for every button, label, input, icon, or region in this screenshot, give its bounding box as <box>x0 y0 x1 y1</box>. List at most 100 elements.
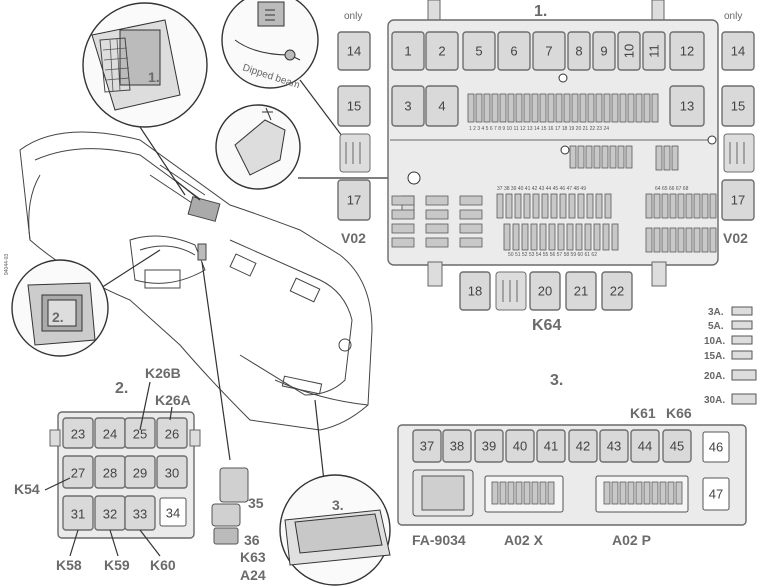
fuse-69-4 <box>669 227 677 253</box>
dashboard-illustration <box>19 131 373 491</box>
side-code: 94044-03 <box>4 254 10 275</box>
fuse-50-10 <box>584 223 592 251</box>
k26b-label: K26B <box>145 365 181 381</box>
relay-8 <box>567 31 591 71</box>
fuse-7 <box>515 93 523 123</box>
fuse-37-4 <box>523 193 531 219</box>
fuse-left-c-1 <box>391 223 415 234</box>
fuse-1 <box>467 93 475 123</box>
fuse-69-5 <box>677 227 685 253</box>
fuse-block-37-49 <box>496 193 612 219</box>
relays-35-36 <box>211 467 249 545</box>
fuse-50-2 <box>512 223 520 251</box>
legend-10a: 10A. <box>704 336 725 347</box>
relay-41-label: 41 <box>544 439 558 454</box>
fuse-top-4 <box>593 145 601 169</box>
fuse-64-4 <box>669 193 677 219</box>
bubble-1-marker: 1. <box>148 69 160 85</box>
relay-39-label: 39 <box>482 439 496 454</box>
fuse-16 <box>587 93 595 123</box>
fuse-top-r-1 <box>655 145 663 171</box>
fuse-a02p-1 <box>603 481 611 505</box>
k26a-label: K26A <box>155 392 191 408</box>
k54-label: K54 <box>14 481 40 497</box>
fuse-6 <box>507 93 515 123</box>
fuse-a02p-6 <box>643 481 651 505</box>
fuse-a02p-7 <box>651 481 659 505</box>
relay-5 <box>462 31 496 71</box>
fuse-numbers-50-62: 50 51 52 53 54 55 56 57 58 59 60 61 62 <box>508 252 597 258</box>
v02-left-label: V02 <box>341 230 366 246</box>
fuse-18 <box>603 93 611 123</box>
panel1-top-relays <box>391 31 705 127</box>
fuse-50-3 <box>521 223 529 251</box>
relay-15-left <box>337 85 371 127</box>
relay-47-label: 47 <box>709 487 723 502</box>
fuse-10 <box>539 93 547 123</box>
relay-16-right <box>723 133 755 173</box>
fuse-50-1 <box>503 223 511 251</box>
fuse-left-b-2 <box>425 209 449 220</box>
a02p-label: A02 P <box>612 532 651 548</box>
side-relays-left <box>337 31 371 221</box>
fuse-50-5 <box>539 223 547 251</box>
fuse-50-4 <box>530 223 538 251</box>
relay-18 <box>459 271 491 311</box>
fuse-left-a-2 <box>425 195 449 206</box>
fuse-top-r-2 <box>663 145 671 171</box>
fuse-64-1 <box>645 193 653 219</box>
fuse-a02p-8 <box>659 481 667 505</box>
fuse-left-b-1 <box>391 209 415 220</box>
label-36: 36 <box>244 532 260 548</box>
relay-25-label: 25 <box>133 427 147 442</box>
relay-41 <box>536 429 566 463</box>
label-a24: A24 <box>240 567 266 583</box>
relay-1 <box>391 31 425 71</box>
relay-26-label: 26 <box>165 427 179 442</box>
legend-15a: 15A. <box>704 351 725 362</box>
relay-1-label: 1 <box>404 44 411 59</box>
relay-20-label: 20 <box>538 284 552 299</box>
fuse-37-7 <box>550 193 558 219</box>
relay-6-label: 6 <box>510 44 517 59</box>
k59-label: K59 <box>104 557 130 573</box>
fuse-69-6 <box>685 227 693 253</box>
relay-23-label: 23 <box>71 427 85 442</box>
fuse-12 <box>555 93 563 123</box>
fuse-top-3 <box>585 145 593 169</box>
fuse-9 <box>531 93 539 123</box>
k60-label: K60 <box>150 557 176 573</box>
panel3-fuses <box>491 481 683 505</box>
fuse-64-3 <box>661 193 669 219</box>
relay-39 <box>474 429 504 463</box>
relay-panel-3 <box>397 424 747 526</box>
fuse-top-1 <box>569 145 577 169</box>
fa-9034-label: FA-9034 <box>412 532 466 548</box>
fuse-a02p-5 <box>635 481 643 505</box>
relay-29-label: 29 <box>133 466 147 481</box>
fuse-legend: 3A. 5A. 10A. 15A. 20A. 30A. <box>704 306 757 406</box>
relay-22 <box>601 271 633 311</box>
relay-47 <box>702 477 730 511</box>
bubble-3-marker: 3. <box>332 497 344 513</box>
fuse-69-7 <box>693 227 701 253</box>
relay-46-label: 46 <box>709 440 723 455</box>
fuse-a02x-4 <box>515 481 523 505</box>
fuse-15 <box>579 93 587 123</box>
fuse-a02p-3 <box>619 481 627 505</box>
fuse-left-d-1 <box>391 237 415 248</box>
relay-44 <box>630 429 660 463</box>
panel1-marker: 1. <box>534 3 547 20</box>
relay-42-label: 42 <box>576 439 590 454</box>
fuse-37-12 <box>595 193 603 219</box>
relay-11-label: 11 <box>647 44 662 58</box>
relay-16-left <box>339 133 371 173</box>
relay-9-label: 9 <box>600 44 607 59</box>
fuse-37-2 <box>505 193 513 219</box>
relay-21 <box>565 271 597 311</box>
k58-label: K58 <box>56 557 82 573</box>
fuse-50-7 <box>557 223 565 251</box>
fuse-69-8 <box>701 227 709 253</box>
relay-33-label: 33 <box>133 507 147 522</box>
fuse-left-a-1 <box>391 195 415 206</box>
